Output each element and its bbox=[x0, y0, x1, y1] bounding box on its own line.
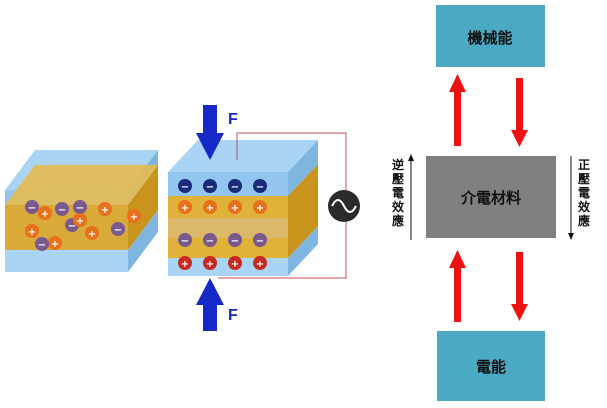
svg-text:+: + bbox=[28, 227, 36, 238]
svg-text:+: + bbox=[206, 203, 214, 214]
force-label-bottom: F bbox=[228, 307, 238, 324]
mechanical-energy-box bbox=[436, 5, 545, 67]
positive-charge: + bbox=[73, 213, 87, 227]
svg-text:−: − bbox=[206, 236, 214, 247]
force-label-top: F bbox=[228, 111, 238, 128]
aligned-dipoles: − − − − + + + + − − − − + + + + bbox=[178, 179, 267, 270]
dielectric-material-label: 介電材料 bbox=[460, 189, 521, 207]
random-dipoles: +−−−++−+++−−+ bbox=[25, 200, 141, 251]
negative-charge: − bbox=[253, 233, 267, 247]
svg-text:+: + bbox=[181, 259, 189, 270]
negative-charge: − bbox=[228, 233, 242, 247]
positive-charge: + bbox=[203, 256, 217, 270]
positive-charge: + bbox=[38, 206, 52, 220]
svg-text:+: + bbox=[206, 259, 214, 270]
svg-text:−: − bbox=[76, 203, 84, 214]
negative-charge: − bbox=[111, 222, 125, 236]
svg-text:+: + bbox=[231, 259, 239, 270]
negative-charge: − bbox=[25, 200, 39, 214]
positive-charge: + bbox=[253, 200, 267, 214]
positive-charge: + bbox=[228, 256, 242, 270]
force-arrow-up bbox=[196, 278, 224, 331]
negative-charge: − bbox=[228, 179, 242, 193]
svg-text:−: − bbox=[231, 236, 239, 247]
svg-text:+: + bbox=[130, 212, 138, 223]
svg-text:−: − bbox=[256, 182, 264, 193]
dielectric-material-box bbox=[426, 156, 556, 238]
mechanical-energy-label: 機械能 bbox=[467, 29, 512, 47]
svg-text:−: − bbox=[181, 236, 189, 247]
negative-charge: − bbox=[203, 233, 217, 247]
positive-charge: + bbox=[25, 224, 39, 238]
force-arrow-down bbox=[196, 105, 224, 160]
positive-charge: + bbox=[178, 200, 192, 214]
svg-text:−: − bbox=[38, 240, 46, 251]
positive-charge: + bbox=[178, 256, 192, 270]
flow-arrow-down-top bbox=[511, 78, 528, 147]
flow-arrow-up-top bbox=[449, 74, 466, 146]
svg-text:+: + bbox=[88, 229, 96, 240]
svg-text:+: + bbox=[51, 239, 59, 250]
svg-text:−: − bbox=[114, 225, 122, 236]
electrical-energy-box bbox=[437, 331, 545, 401]
svg-text:+: + bbox=[41, 209, 49, 220]
svg-text:−: − bbox=[181, 182, 189, 193]
positive-charge: + bbox=[48, 236, 62, 250]
negative-charge: − bbox=[178, 179, 192, 193]
negative-charge: − bbox=[73, 200, 87, 214]
inverse-piezoelectric-effect-label: 逆壓電效應 bbox=[391, 158, 404, 228]
svg-text:+: + bbox=[256, 259, 264, 270]
positive-charge: + bbox=[98, 202, 112, 216]
svg-text:−: − bbox=[28, 203, 36, 214]
electrical-energy-label: 電能 bbox=[476, 358, 506, 376]
negative-charge: − bbox=[35, 237, 49, 251]
negative-charge: − bbox=[55, 202, 69, 216]
flow-arrow-up-bottom bbox=[449, 250, 466, 322]
positive-charge: + bbox=[127, 209, 141, 223]
positive-charge: + bbox=[253, 256, 267, 270]
svg-text:+: + bbox=[181, 203, 189, 214]
svg-text:−: − bbox=[256, 236, 264, 247]
circuit-wire bbox=[218, 132, 347, 279]
flow-arrow-down-bottom bbox=[511, 252, 528, 321]
svg-text:+: + bbox=[256, 203, 264, 214]
negative-charge: − bbox=[203, 179, 217, 193]
positive-charge: + bbox=[85, 226, 99, 240]
positive-charge: + bbox=[228, 200, 242, 214]
svg-text:+: + bbox=[101, 205, 109, 216]
direct-piezoelectric-effect-label: 正壓電效應 bbox=[577, 158, 590, 228]
negative-charge: − bbox=[253, 179, 267, 193]
svg-text:+: + bbox=[76, 216, 84, 227]
svg-text:−: − bbox=[206, 182, 214, 193]
positive-charge: + bbox=[203, 200, 217, 214]
sine-wave-icon bbox=[328, 190, 360, 222]
negative-charge: − bbox=[178, 233, 192, 247]
svg-text:−: − bbox=[231, 182, 239, 193]
svg-text:−: − bbox=[68, 221, 76, 232]
svg-text:+: + bbox=[231, 203, 239, 214]
svg-text:−: − bbox=[58, 205, 66, 216]
